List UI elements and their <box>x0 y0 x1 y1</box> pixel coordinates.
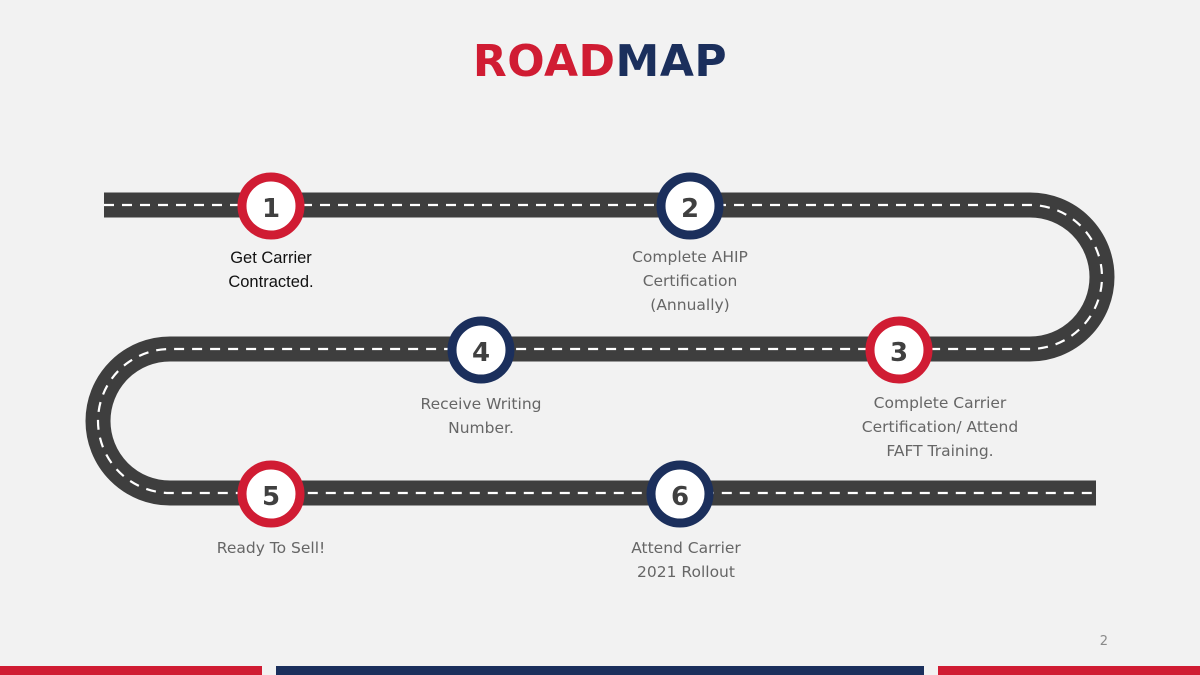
milestone-label-5: Ready To Sell! <box>151 536 391 560</box>
slide-title: ROADMAP <box>0 36 1200 88</box>
milestone-label-4: Receive Writing Number. <box>361 392 601 440</box>
milestone-number-1: 1 <box>262 194 280 224</box>
milestone-label-2: Complete AHIP Certification (Annually) <box>570 245 810 317</box>
milestone-number-5: 5 <box>262 482 280 512</box>
milestone-1-line-1: Get Carrier <box>230 249 312 267</box>
milestone-label-3: Complete Carrier Certification/ Attend F… <box>820 391 1060 463</box>
milestone-marker-5: 5 <box>237 460 305 528</box>
milestone-label-6: Attend Carrier 2021 Rollout <box>566 536 806 584</box>
milestone-marker-3: 3 <box>865 316 933 384</box>
road-center-dashes <box>96 203 1104 495</box>
footer-bar-navy <box>276 666 924 675</box>
milestone-number-2: 2 <box>681 194 699 224</box>
milestone-2-line-2: Certification <box>642 272 738 290</box>
milestone-4-line-2: Number. <box>448 419 514 437</box>
milestone-marker-4: 4 <box>447 316 515 384</box>
milestone-2-line-3: (Annually) <box>650 296 730 314</box>
milestone-number-3: 3 <box>890 338 908 368</box>
milestone-3-line-2: Certification/ Attend <box>861 418 1019 436</box>
milestone-number-4: 4 <box>472 338 490 368</box>
milestone-marker-1: 1 <box>237 172 305 240</box>
milestone-marker-6: 6 <box>646 460 714 528</box>
milestone-5-line-1: Ready To Sell! <box>216 539 326 557</box>
title-road-word: ROAD <box>472 36 616 87</box>
road-surface <box>85 192 1115 506</box>
footer-bar-red-right <box>938 666 1200 675</box>
milestone-number-6: 6 <box>671 482 689 512</box>
milestone-6-line-1: Attend Carrier <box>631 539 741 557</box>
milestone-1-line-2: Contracted. <box>228 273 314 291</box>
milestone-3-line-3: FAFT Training. <box>886 442 994 460</box>
milestone-6-line-2: 2021 Rollout <box>637 563 735 581</box>
milestone-2-line-1: Complete AHIP <box>632 248 748 266</box>
milestone-marker-2: 2 <box>656 172 724 240</box>
title-map-word: MAP <box>615 36 728 87</box>
milestone-3-line-1: Complete Carrier <box>873 394 1007 412</box>
footer-bar-red-left <box>0 666 262 675</box>
milestone-4-line-1: Receive Writing <box>420 395 542 413</box>
page-number: 2 <box>1099 634 1108 649</box>
milestone-label-1: Get Carrier Contracted. <box>151 246 391 294</box>
